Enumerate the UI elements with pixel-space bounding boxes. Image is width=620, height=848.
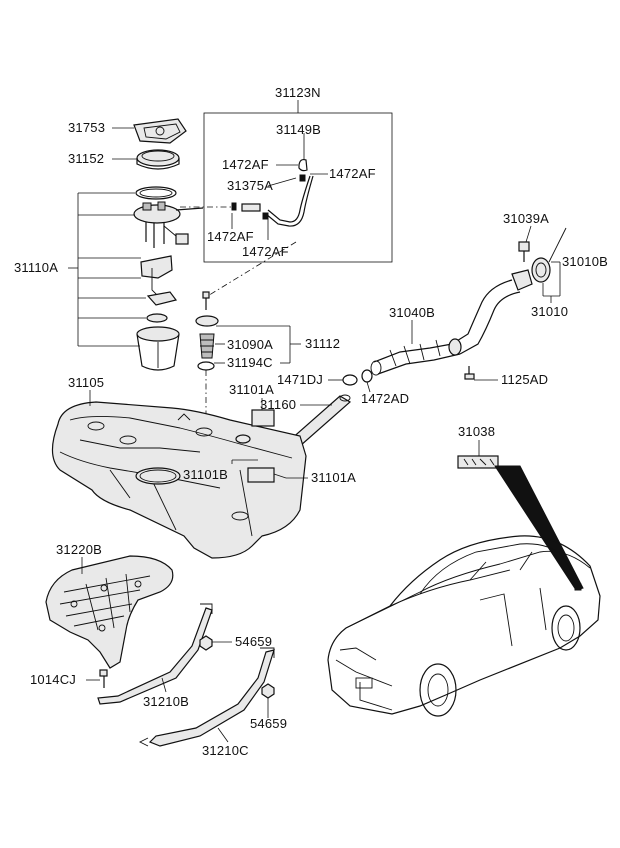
label-31010B: 31010B [562,254,609,269]
part-31040B-filler-neck [370,269,533,376]
label-31210C: 31210C [202,743,249,758]
part-reservoir-cup [136,326,180,371]
label-1125AD: 1125AD [501,372,549,387]
label-31149B: 31149B [276,122,322,137]
label-31375A: 31375A [227,178,274,193]
part-31210C-strap [138,647,275,747]
part-clamps [342,369,373,386]
label-1472AF-b: 1472AF [329,166,376,181]
part-31010B-cap [531,227,567,283]
label-31220B: 31220B [56,542,103,557]
part-1014CJ-bolt [99,669,108,688]
leader-31110A [68,192,146,347]
label-1471DJ: 1471DJ [277,372,324,387]
part-31038-label-tag [457,455,499,469]
part-31220B-skid-plate [45,555,174,669]
label-31105: 31105 [68,375,105,390]
part-31152-lock-ring [136,149,180,170]
part-level-sender [140,255,178,323]
label-31038: 31038 [458,424,496,439]
label-31101A-a: 31101A [229,382,275,397]
label-31039A: 31039A [503,211,550,226]
part-31123N-hoses [231,158,314,227]
label-54659-a: 54659 [235,634,273,649]
part-54659-nut-a [199,635,213,651]
part-gasket [135,186,177,200]
label-1472AF-d: 1472AF [242,244,289,259]
label-31110A: 31110A [14,260,59,275]
part-pump-flange [133,201,204,248]
label-31090A: 31090A [227,337,274,352]
label-31152: 31152 [68,151,105,166]
label-31123N: 31123N [275,85,321,100]
car-illustration [327,535,601,717]
part-31039A-bolt [518,241,530,262]
label-1014CJ: 1014CJ [30,672,77,687]
part-54659-nut-b [261,683,275,699]
part-31753-cover [133,118,187,144]
label-31101A-b: 31101A [311,470,357,485]
label-54659-b: 54659 [250,716,288,731]
label-1472AD: 1472AD [361,391,410,406]
label-1472AF-a: 1472AF [222,157,269,172]
part-31210B-strap [97,603,213,705]
label-31112: 31112 [305,336,341,351]
callout-arrow [494,465,584,591]
label-31040B: 31040B [389,305,436,320]
part-1125AD-bolt [464,366,475,380]
part-31112-group [195,291,219,371]
label-31753: 31753 [68,120,106,135]
label-31101B: 31101B [183,467,229,482]
label-31010: 31010 [531,304,569,319]
label-1472AF-c: 1472AF [207,229,254,244]
label-31194C: 31194C [227,355,273,370]
part-31105-fuel-tank [51,401,307,559]
label-31160: 31160 [260,397,297,412]
label-31210B: 31210B [143,694,190,709]
